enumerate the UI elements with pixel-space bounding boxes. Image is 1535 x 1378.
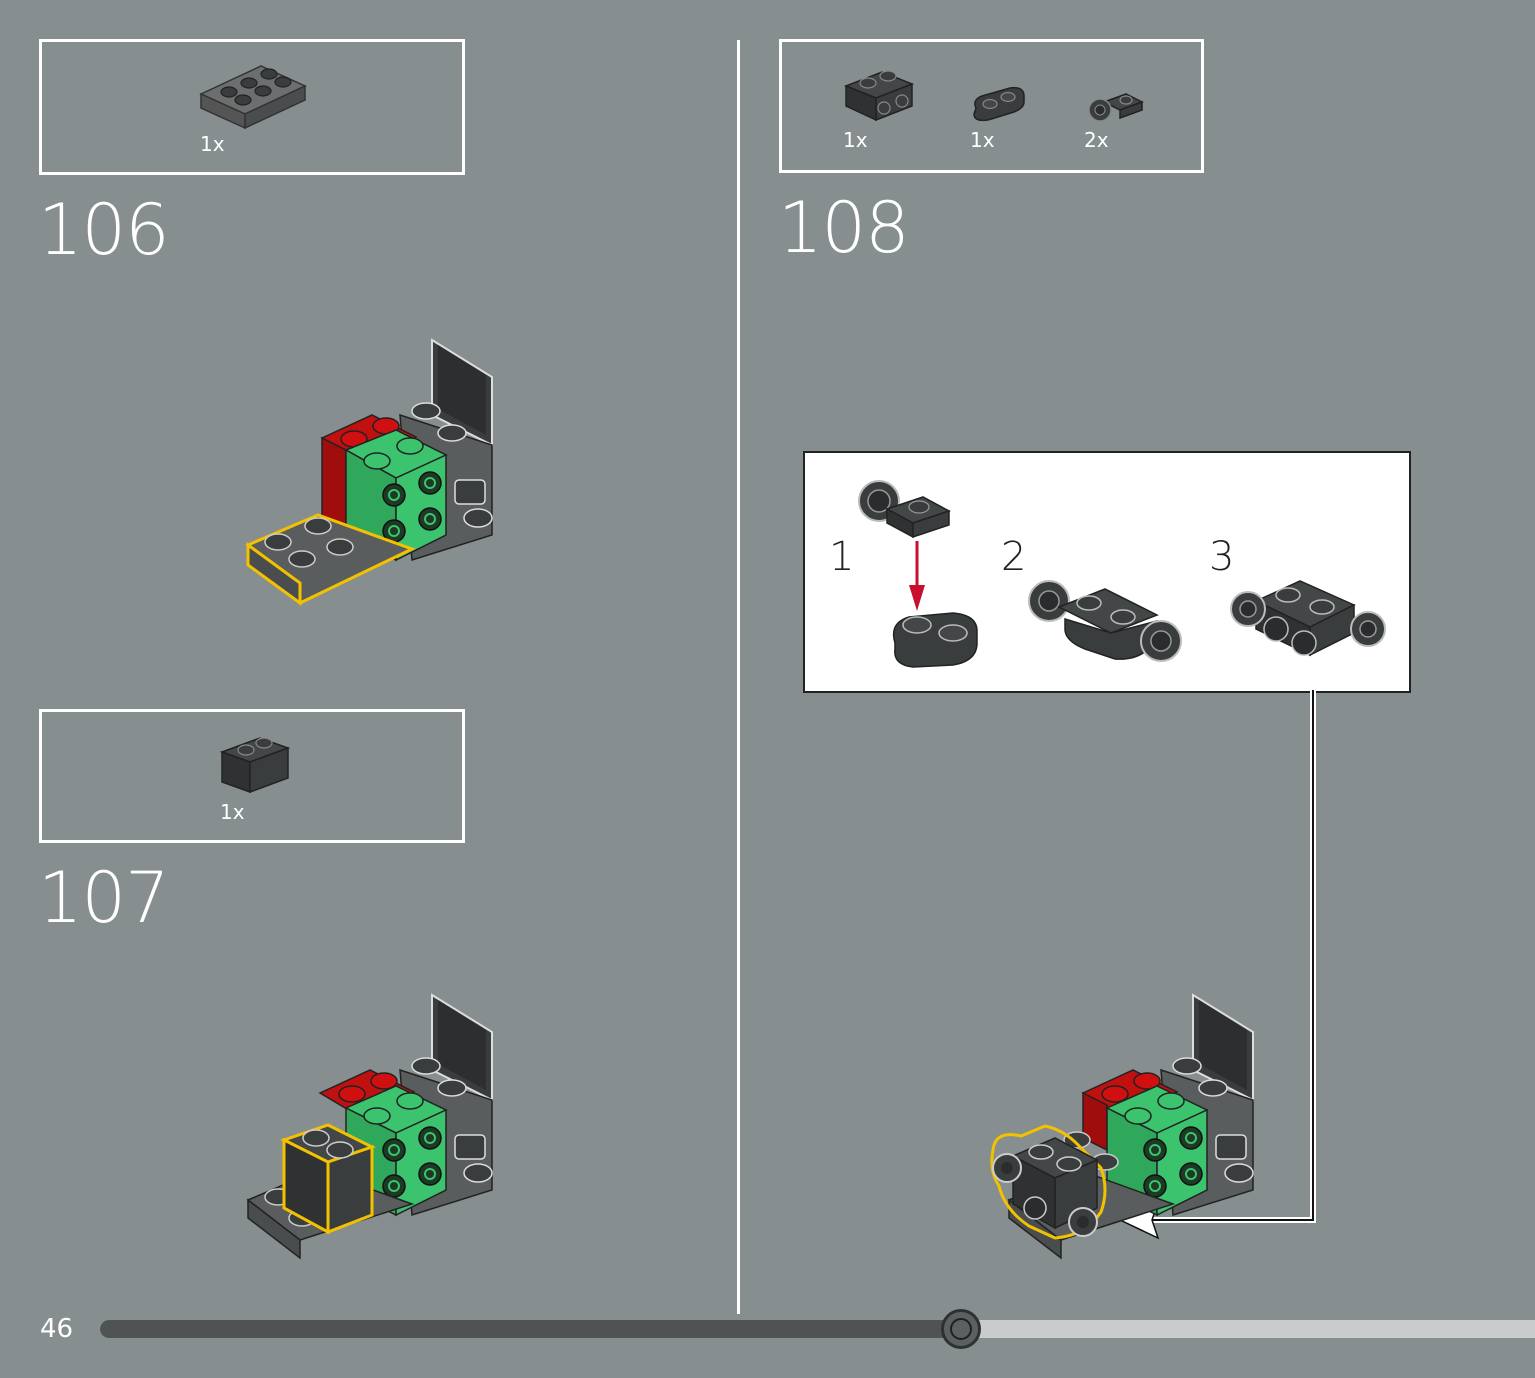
parts-box-step-108: 1x 1x 2x <box>779 39 1204 173</box>
wheel-hub-icon <box>1088 93 1144 122</box>
model-step-107 <box>246 993 493 1260</box>
parts-box-step-106: 1x <box>39 39 465 175</box>
subassembly-callout: 1 2 3 <box>803 451 1411 693</box>
part-qty: 1x <box>843 128 868 152</box>
parts-box-step-107: 1x <box>39 709 465 843</box>
step-number-108: 108 <box>778 187 910 269</box>
step-number-107: 107 <box>38 857 170 939</box>
substep-number: 2 <box>1001 534 1027 580</box>
model-step-108 <box>990 993 1254 1260</box>
part-qty: 1x <box>200 132 225 156</box>
substep-3-illustration <box>1230 580 1386 657</box>
part-qty: 1x <box>970 128 995 152</box>
plate-1x2-rounded-icon <box>973 86 1025 122</box>
substep-1-illustration <box>858 480 978 668</box>
part-qty: 2x <box>1084 128 1109 152</box>
progress-track <box>100 1320 1535 1338</box>
substep-number: 1 <box>829 534 855 580</box>
page-number: 46 <box>40 1314 74 1344</box>
progress-fill <box>100 1320 961 1338</box>
plate-2x3-icon <box>199 65 307 130</box>
part-qty: 1x <box>220 800 245 824</box>
progress-knob[interactable] <box>941 1309 981 1349</box>
bracket-plate-icon <box>843 70 915 122</box>
page-divider <box>737 40 740 1314</box>
substep-2-illustration <box>1028 580 1182 662</box>
step-number-106: 106 <box>38 189 170 271</box>
substep-number: 3 <box>1209 534 1235 580</box>
brick-1x2-icon <box>219 737 291 794</box>
model-step-106 <box>245 338 493 606</box>
